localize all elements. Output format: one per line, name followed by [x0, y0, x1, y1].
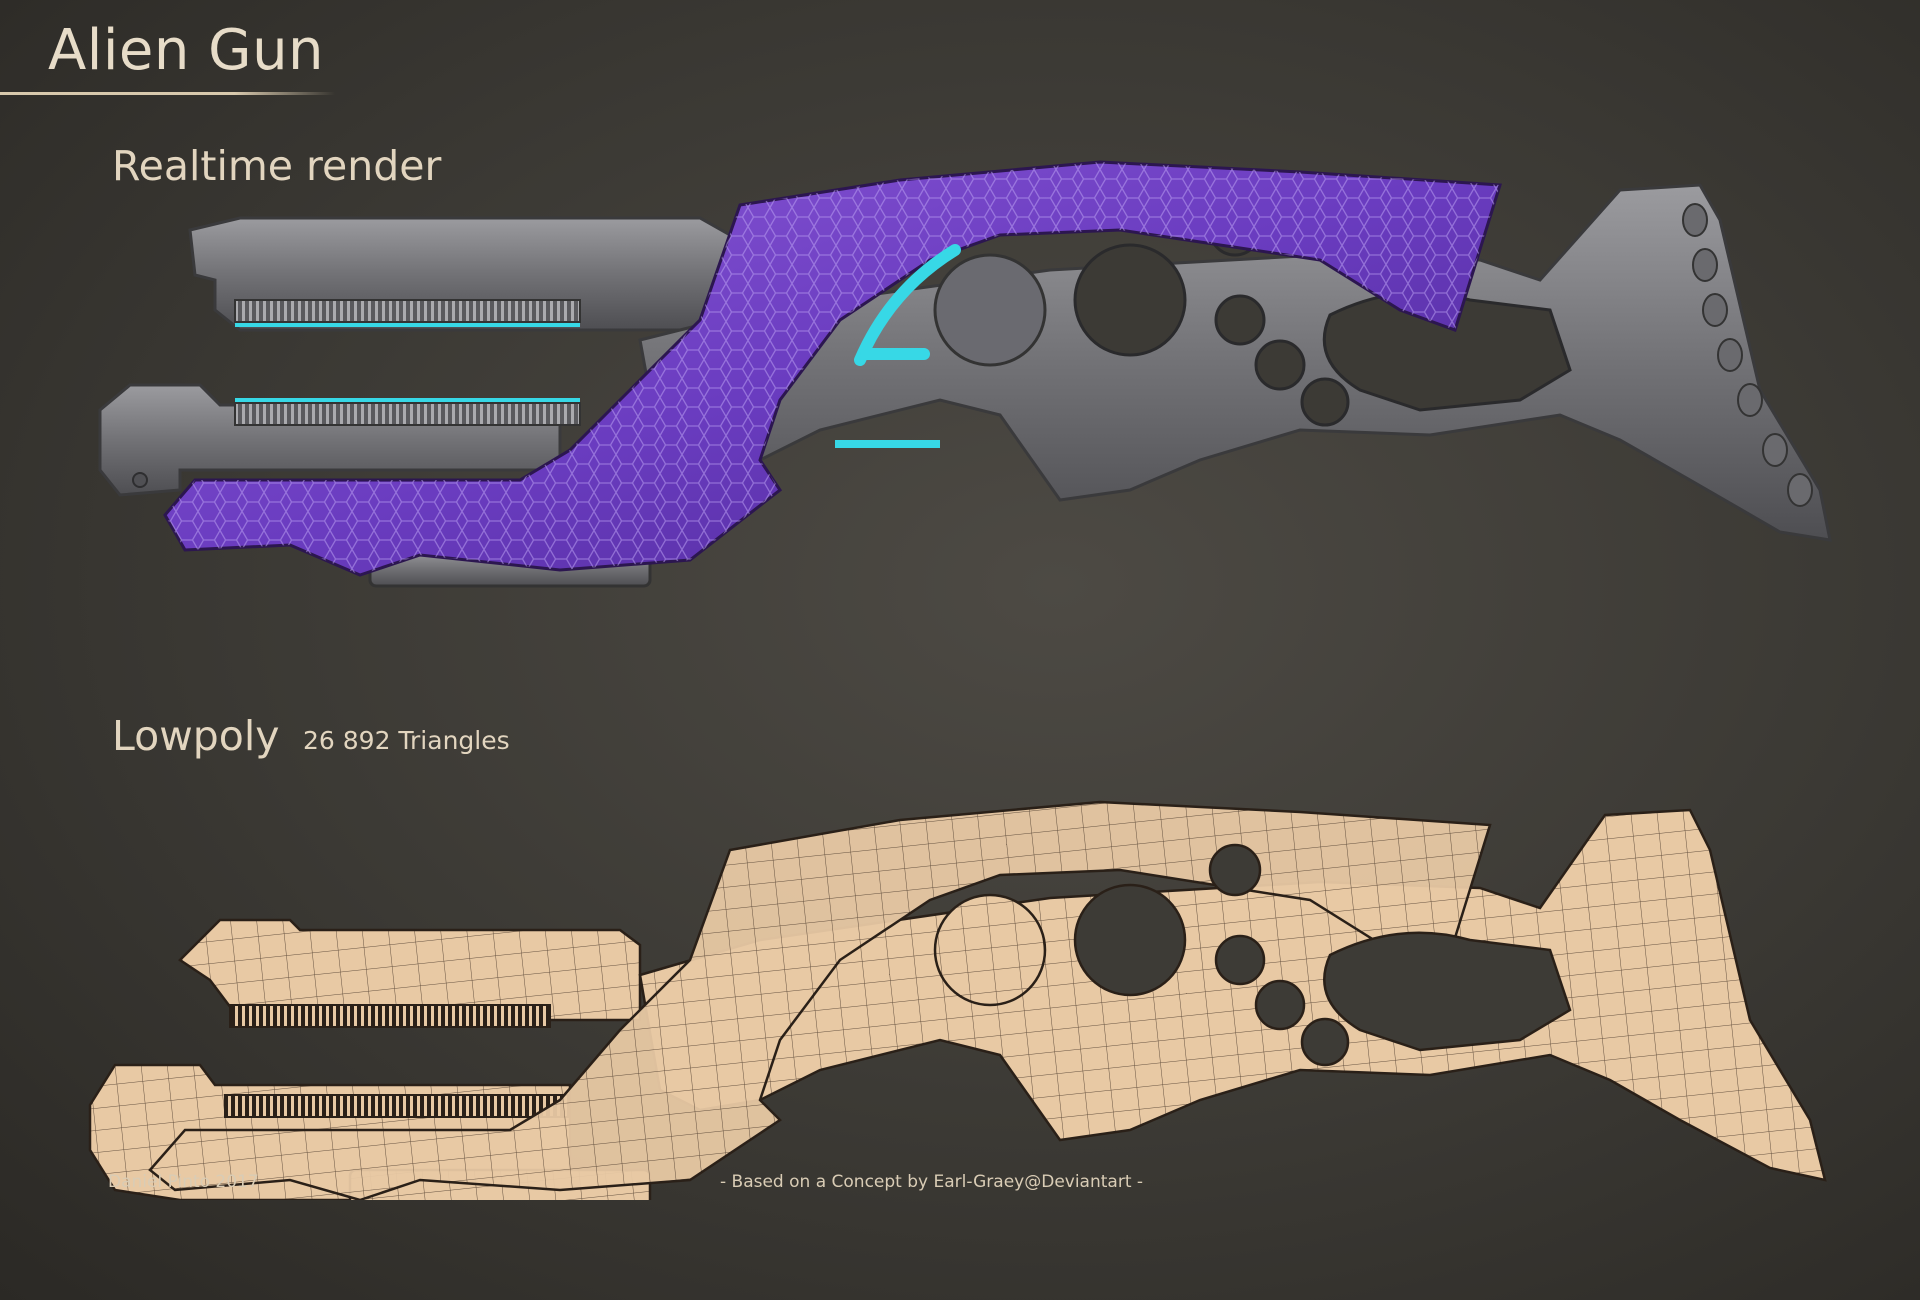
gun-realtime-render — [98, 160, 1832, 588]
wire-holes — [1073, 843, 1350, 1067]
stock-bumps — [1682, 203, 1813, 507]
wire-dome — [933, 893, 1047, 1007]
receiver-body — [638, 183, 1832, 542]
page-title: Alien Gun — [48, 18, 325, 83]
realtime-render-heading: Realtime render — [112, 142, 442, 190]
receiver-dome — [933, 253, 1047, 367]
wire-grip-cutout — [1323, 931, 1572, 1052]
small-hole-2 — [1254, 339, 1306, 391]
lowpoly-heading: Lowpoly — [112, 712, 280, 760]
small-hole-3 — [1300, 377, 1350, 427]
title-underline — [0, 92, 335, 95]
glow-slot — [860, 348, 930, 360]
concept-credit: - Based on a Concept by Earl-Graey@Devia… — [720, 1172, 1144, 1192]
glow-arc — [854, 244, 961, 366]
large-round-hole — [1073, 243, 1187, 357]
muzzle-bolt — [132, 472, 148, 488]
upper-rail-teeth — [234, 299, 581, 323]
triangle-count: 26 892 Triangles — [303, 726, 510, 755]
lower-glow-strip — [235, 398, 580, 402]
gun-lowpoly-wireframe — [88, 800, 1827, 1200]
wire-upper-barrel — [178, 918, 642, 1022]
wire-receiver — [638, 808, 1827, 1182]
upper-glow-strip — [235, 323, 580, 327]
small-hole-1 — [1214, 294, 1266, 346]
wire-upper-teeth — [229, 1004, 551, 1028]
purple-hex-texture — [165, 162, 1500, 575]
grip-cutout — [1322, 291, 1572, 412]
author-credit: Daniel Pinto 2017 — [108, 1172, 259, 1192]
lower-rail-teeth — [234, 402, 581, 426]
glow-bar-bottom — [835, 440, 940, 448]
wire-lower-teeth — [224, 1094, 571, 1118]
